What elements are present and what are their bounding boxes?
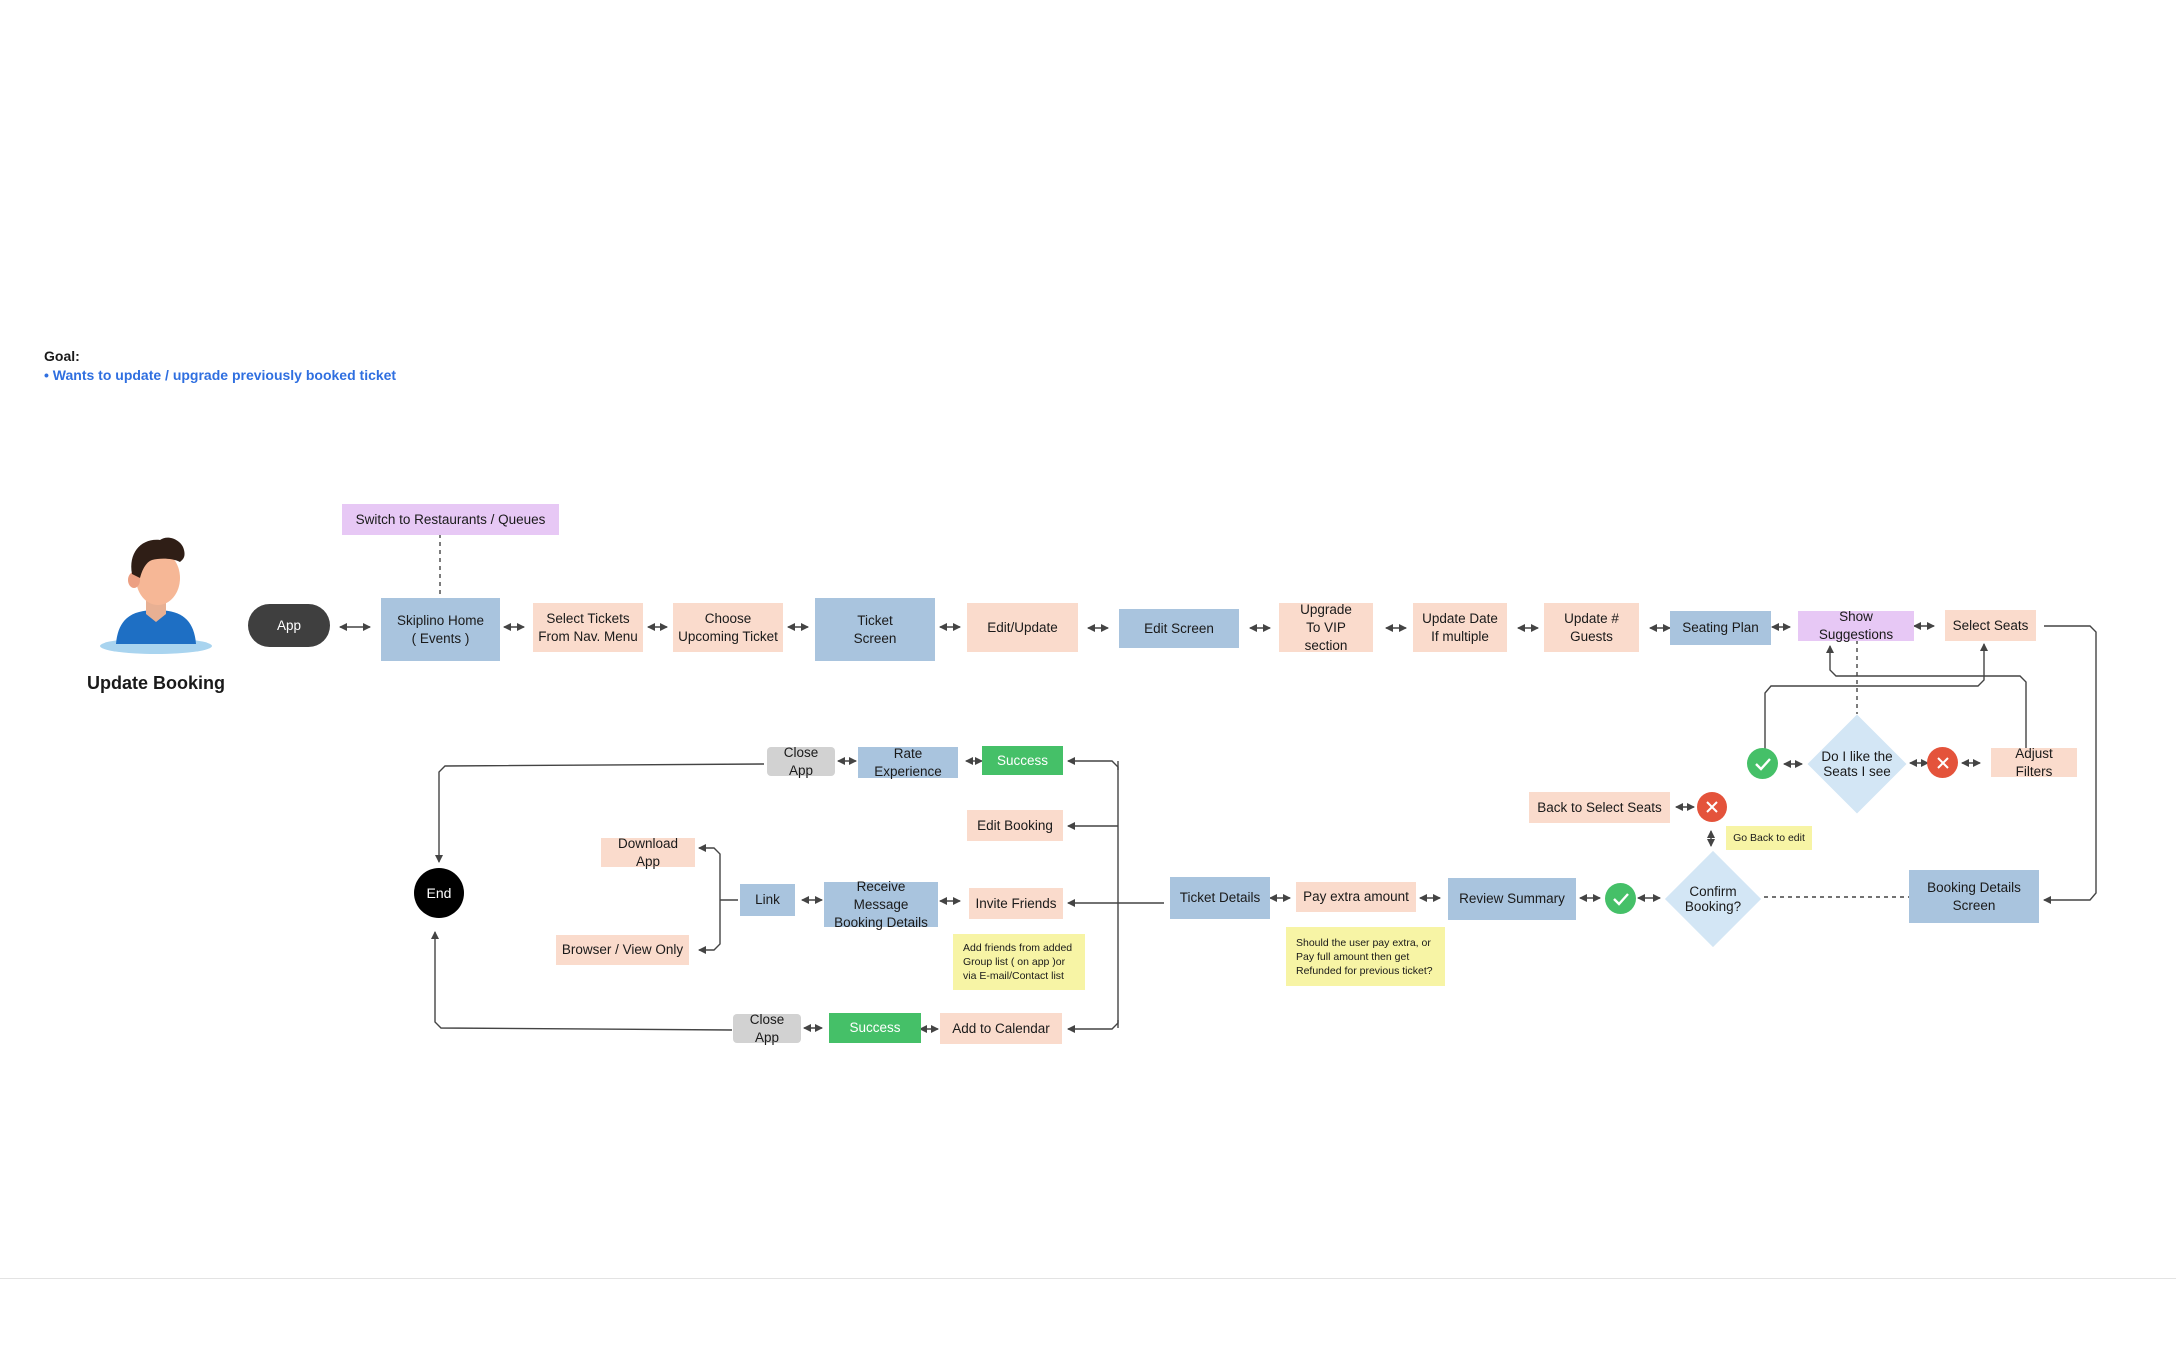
browser-view-only-action[interactable]: Browser / View Only xyxy=(556,935,689,965)
invite-friends-note: Add friends from added Group list ( on a… xyxy=(953,934,1085,990)
decision-label: Do I like the Seats I see xyxy=(1821,749,1893,779)
go-back-note: Go Back to edit xyxy=(1726,826,1812,850)
update-date-action[interactable]: Update Date If multiple xyxy=(1413,603,1507,652)
show-suggestions-box[interactable]: Show Suggestions xyxy=(1798,609,1914,642)
add-to-calendar-action[interactable]: Add to Calendar xyxy=(940,1013,1062,1044)
goal-title: Goal: xyxy=(44,348,80,364)
back-to-select-seats-action[interactable]: Back to Select Seats xyxy=(1529,792,1670,823)
ticket-details-screen[interactable]: Ticket Details xyxy=(1170,877,1270,919)
review-summary-screen[interactable]: Review Summary xyxy=(1448,878,1576,920)
check-icon xyxy=(1605,883,1636,914)
upgrade-vip-action[interactable]: Upgrade To VIP section xyxy=(1279,602,1373,653)
check-icon xyxy=(1747,748,1778,779)
select-seats-action[interactable]: Select Seats xyxy=(1945,610,2036,641)
confirm-booking-decision[interactable]: Confirm Booking? xyxy=(1663,849,1763,949)
decision-label: Confirm Booking? xyxy=(1684,884,1742,914)
edit-booking-action[interactable]: Edit Booking xyxy=(967,810,1063,841)
link-node[interactable]: Link xyxy=(740,884,795,916)
adjust-filters-action[interactable]: Adjust Filters xyxy=(1991,746,2077,779)
close-icon xyxy=(1927,747,1958,778)
select-tickets-action[interactable]: Select Tickets From Nav. Menu xyxy=(533,603,643,652)
bottom-divider xyxy=(0,1278,2176,1279)
seat-preference-decision[interactable]: Do I like the Seats I see xyxy=(1807,714,1907,814)
close-icon xyxy=(1697,792,1727,822)
seating-plan-screen[interactable]: Seating Plan xyxy=(1670,611,1771,645)
choose-upcoming-ticket-action[interactable]: Choose Upcoming Ticket xyxy=(673,603,783,652)
edit-screen[interactable]: Edit Screen xyxy=(1119,609,1239,648)
update-guests-action[interactable]: Update # Guests xyxy=(1544,603,1639,652)
rate-experience-screen[interactable]: Rate Experience xyxy=(858,746,958,779)
actor-label: Update Booking xyxy=(87,673,225,693)
pay-extra-action[interactable]: Pay extra amount xyxy=(1296,882,1416,912)
switch-restaurants-box[interactable]: Switch to Restaurants / Queues xyxy=(342,504,559,535)
skiplino-home-screen[interactable]: Skiplino Home ( Events ) xyxy=(381,598,500,661)
booking-details-screen[interactable]: Booking Details Screen xyxy=(1909,870,2039,923)
close-app-bottom[interactable]: Close App xyxy=(733,1012,801,1045)
receive-message-screen[interactable]: Receive Message Booking Details xyxy=(824,879,938,930)
close-app-top[interactable]: Close App xyxy=(767,745,835,778)
success-badge-top: Success xyxy=(982,746,1063,775)
success-badge-bottom: Success xyxy=(829,1013,921,1043)
user-avatar-icon xyxy=(100,537,212,654)
ticket-screen[interactable]: Ticket Screen xyxy=(815,598,935,661)
pay-extra-note: Should the user pay extra, or Pay full a… xyxy=(1286,927,1445,986)
invite-friends-action[interactable]: Invite Friends xyxy=(969,888,1063,919)
goal-item: • Wants to update / upgrade previously b… xyxy=(44,367,397,383)
edit-update-action[interactable]: Edit/Update xyxy=(967,603,1078,652)
app-start-node[interactable]: App xyxy=(248,604,330,647)
end-node[interactable]: End xyxy=(414,868,464,918)
download-app-action[interactable]: Download App xyxy=(601,836,695,869)
